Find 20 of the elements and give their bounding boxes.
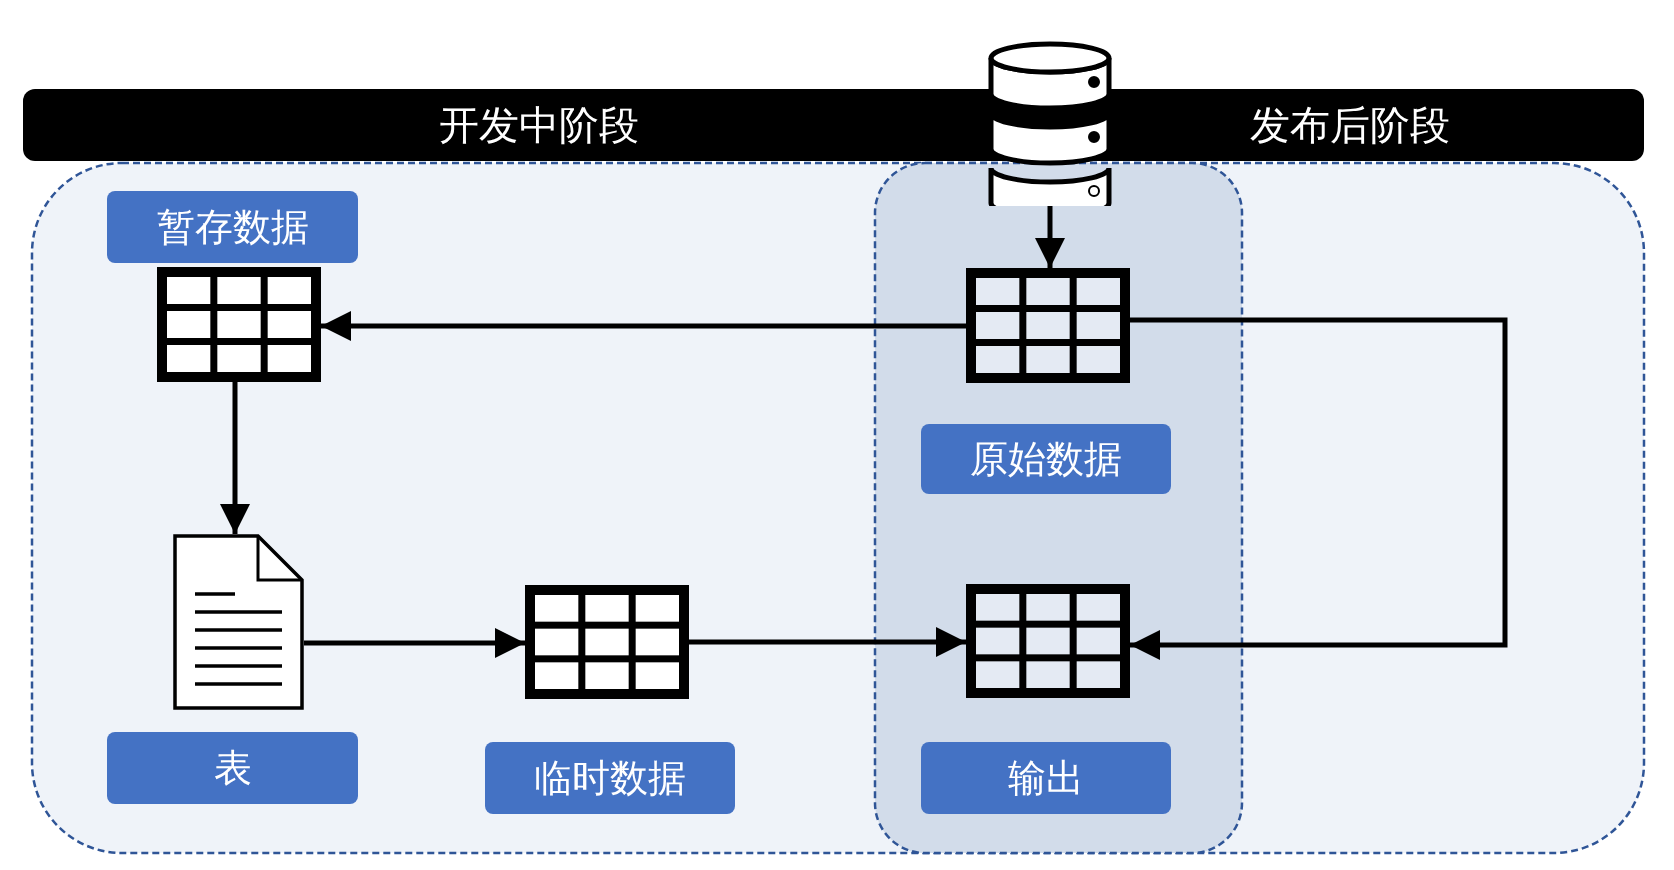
arrow: [321, 311, 966, 341]
arrow: [220, 382, 250, 534]
table-icon: [966, 584, 1130, 698]
label-box: 临时数据: [485, 742, 735, 814]
label-box: 输出: [921, 742, 1171, 814]
stage-title: 发布后阶段: [1250, 100, 1450, 150]
arrow: [1130, 317, 1508, 660]
label-box: 表: [107, 732, 358, 804]
document-icon: [173, 534, 304, 710]
header-bar: [23, 89, 1644, 161]
stage-title: 开发中阶段: [439, 100, 639, 150]
arrow: [1035, 206, 1065, 268]
table-icon: [525, 585, 689, 699]
table-icon: [966, 268, 1130, 383]
label-box: 暂存数据: [107, 191, 358, 263]
database-icon: [988, 41, 1112, 206]
arrow: [304, 628, 525, 658]
label-box: 原始数据: [921, 424, 1171, 494]
arrow: [689, 627, 966, 657]
table-icon: [157, 267, 321, 382]
